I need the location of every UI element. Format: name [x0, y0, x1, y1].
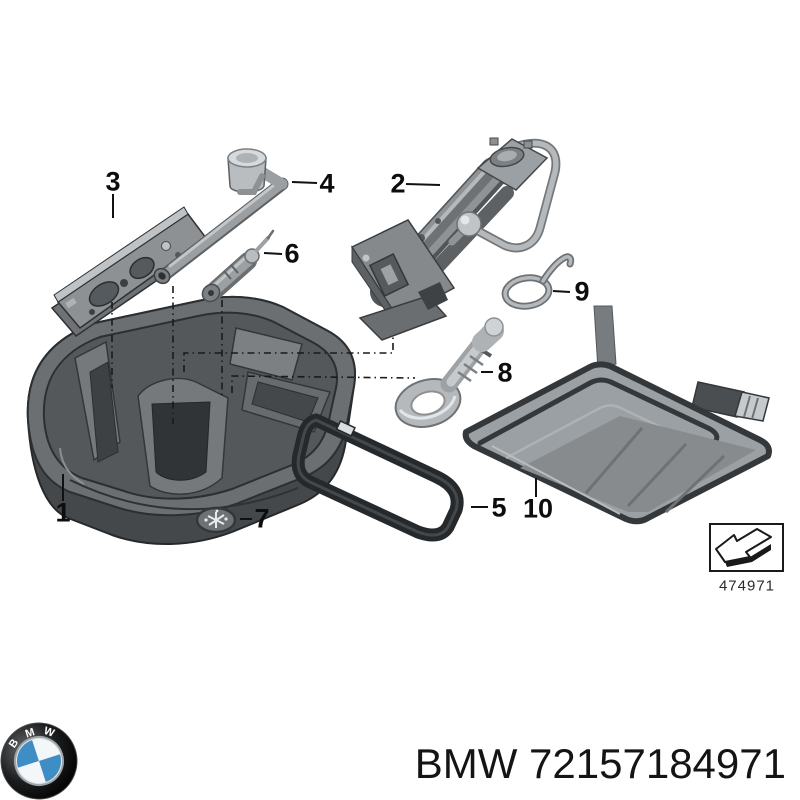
downleft-arrow-icon	[715, 528, 772, 567]
callout-5: 5	[491, 492, 507, 523]
bmw-logo: B M W	[0, 722, 78, 800]
part-number-box	[709, 523, 784, 572]
footer-part-number: BMW 72157184971	[414, 740, 786, 787]
image-number-label: 474971	[718, 577, 776, 595]
callout-7: 7	[254, 503, 270, 534]
callout-3: 3	[105, 166, 121, 197]
callout-leader-lines	[62, 181, 571, 520]
callout-2: 2	[390, 168, 406, 199]
callout-8: 8	[497, 357, 513, 388]
lug-wrench-illustration	[153, 148, 289, 285]
assembly-dashed-lines	[111, 286, 416, 424]
strap-illustration	[291, 413, 464, 542]
callout-1: 1	[55, 497, 71, 528]
foam-tray-illustration	[26, 295, 356, 545]
logo-letter-w: W	[42, 725, 56, 740]
tow-hook-illustration	[394, 317, 504, 428]
logo-letter-m: M	[24, 726, 36, 740]
callout-6: 6	[284, 238, 300, 269]
callout-10: 10	[522, 493, 554, 524]
jack-illustration	[350, 137, 561, 341]
callout-4: 4	[319, 168, 335, 199]
wire-clip-illustration	[501, 253, 575, 310]
tool-bag-illustration	[462, 305, 772, 525]
cap-disc-illustration	[195, 506, 237, 534]
callout-9: 9	[574, 276, 590, 307]
screwdriver-illustration	[201, 229, 275, 303]
